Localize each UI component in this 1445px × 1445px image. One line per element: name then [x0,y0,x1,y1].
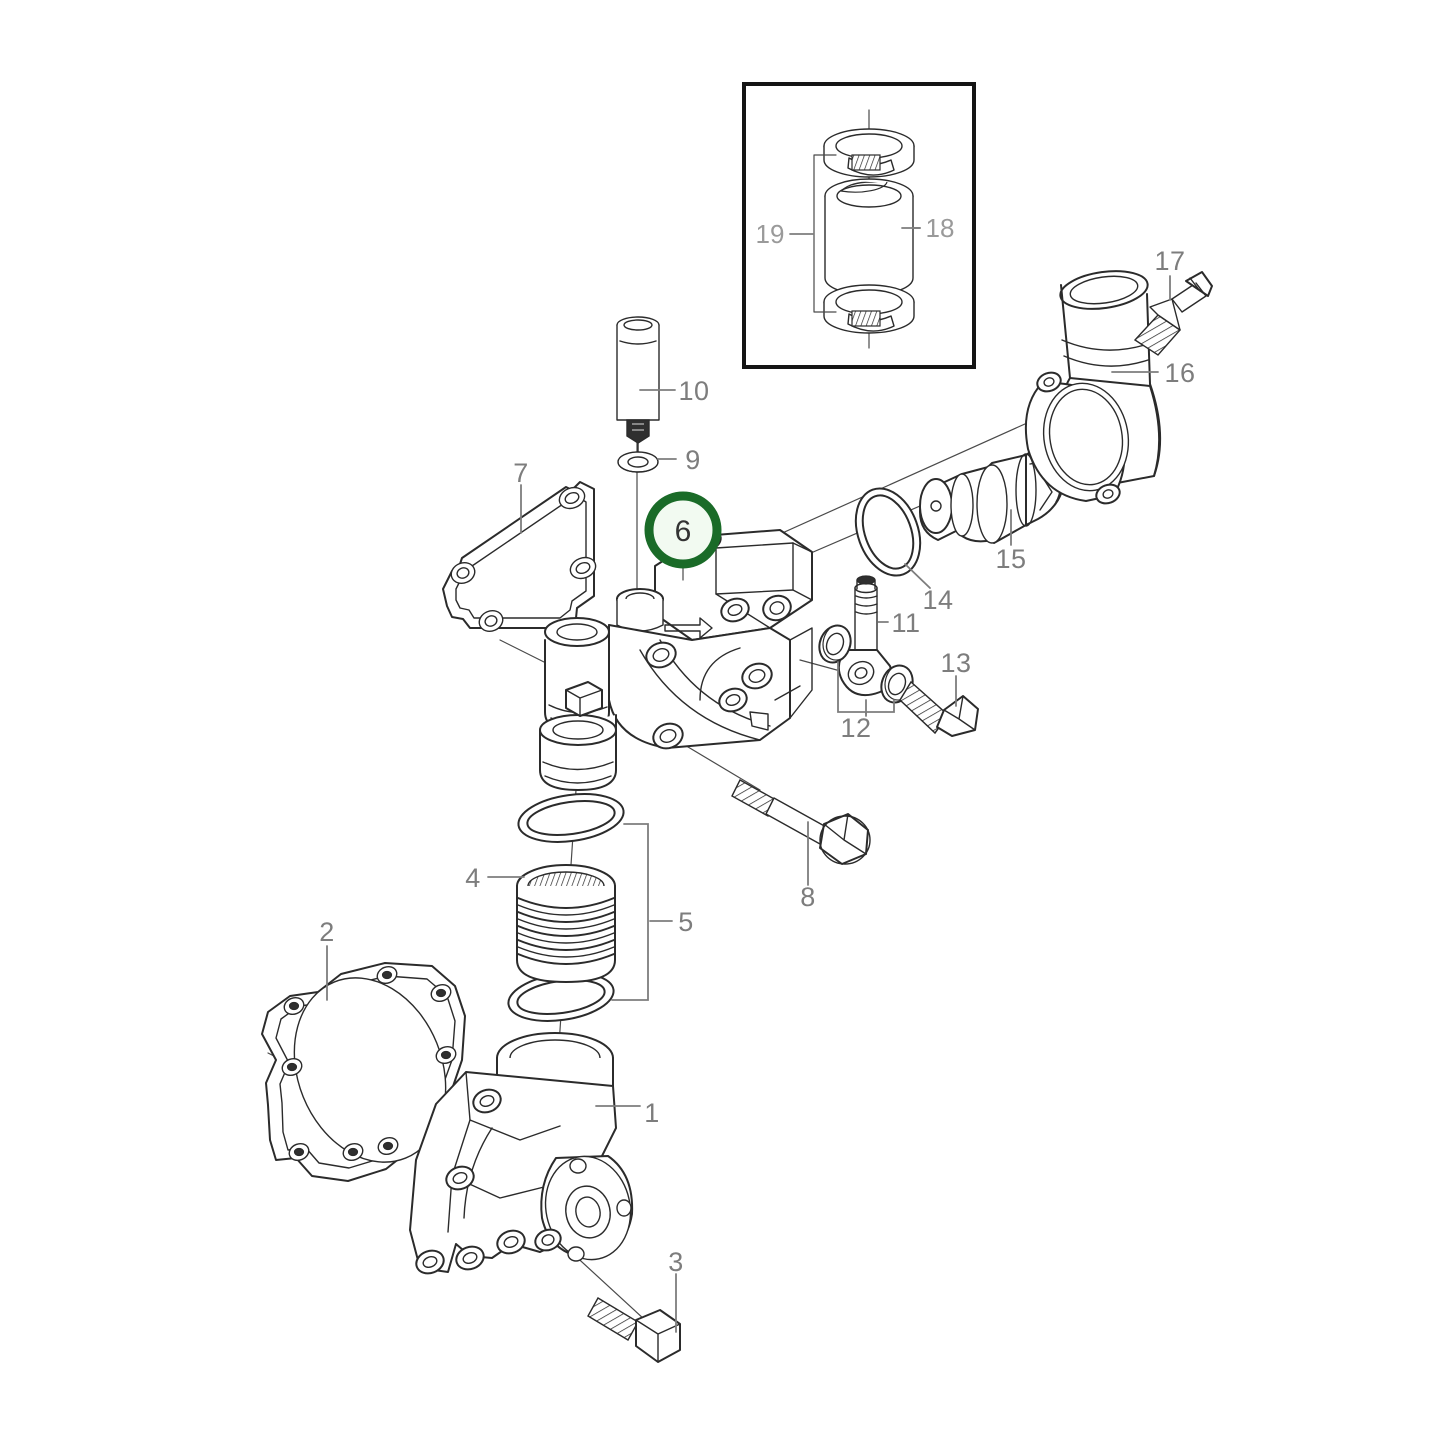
part-7-housing-flange-gasket [442,481,597,633]
callout-leaders [326,275,1171,1333]
callout-label-3: 3 [668,1247,684,1277]
part-16-thermostat-outlet-elbow [1024,270,1162,505]
elbow-flange [1024,371,1130,505]
part-1-water-pump-housing [409,1032,634,1275]
part-13-banjo-bolt [899,680,979,737]
part-15-thermostat [919,448,1065,544]
part-11-banjo-fitting-nipple [837,575,893,696]
inset-detail-box: 19 18 [742,82,976,369]
leader-14 [904,563,931,589]
callout-label-7: 7 [513,458,529,488]
o-ring-top [517,793,625,843]
callout-label-12: 12 [840,713,871,743]
o-ring-group-bracket [611,823,649,1001]
part-17-outlet-elbow-bolt [1133,271,1213,356]
part-9-sealing-washer [617,451,659,473]
callout-label-1: 1 [644,1098,660,1128]
part-3-water-pump-bolt [587,1297,681,1363]
callout-label-13: 13 [940,648,971,678]
callout-label-11: 11 [891,608,920,638]
callout-label-15: 15 [995,544,1026,574]
callout-label-19: 19 [756,219,785,249]
highlighted-callout-6[interactable]: 6 [644,491,722,581]
hose-clamp-bottom [823,284,915,334]
callout-label-4: 4 [465,863,481,893]
part-8-long-flange-bolt [731,779,871,865]
hose-clamp-top [823,128,915,178]
bolt8-thread [731,779,777,817]
o-ring-bottom [507,972,615,1022]
pump-gasket-bolt-holes [281,965,457,1162]
inset-box-border [742,82,976,369]
callout-label-10: 10 [678,376,709,406]
callout-label-6: 6 [675,515,692,548]
part-5-o-ring-seal-pair [507,793,649,1022]
callout-label-9: 9 [685,445,701,475]
pump-pulley-hub [540,1155,634,1262]
part-4-pipe-bellows-spacer [516,864,616,983]
callout-label-17: 17 [1154,246,1185,276]
callout-label-8: 8 [800,882,816,912]
callout-label-18: 18 [926,213,955,243]
coolant-hose-body [824,178,914,296]
callout-label-5: 5 [678,907,694,937]
part-2-water-pump-gasket [261,962,466,1182]
callout-numbers: 1 2 3 4 5 7 8 9 10 11 12 13 14 15 16 17 [319,246,1195,1277]
callout-label-2: 2 [319,917,335,947]
callout-label-14: 14 [922,585,953,615]
part-10-temperature-sensor-plug [616,316,660,456]
housing-square-lug [565,681,603,717]
bolt3-thread [587,1297,639,1341]
part-14-thermostat-o-ring [854,487,922,577]
sensor-hex-base [626,419,650,444]
callout-label-16: 16 [1164,358,1195,388]
highlight-ring-6[interactable] [644,491,722,569]
banjo-bolt-thread [899,680,950,735]
